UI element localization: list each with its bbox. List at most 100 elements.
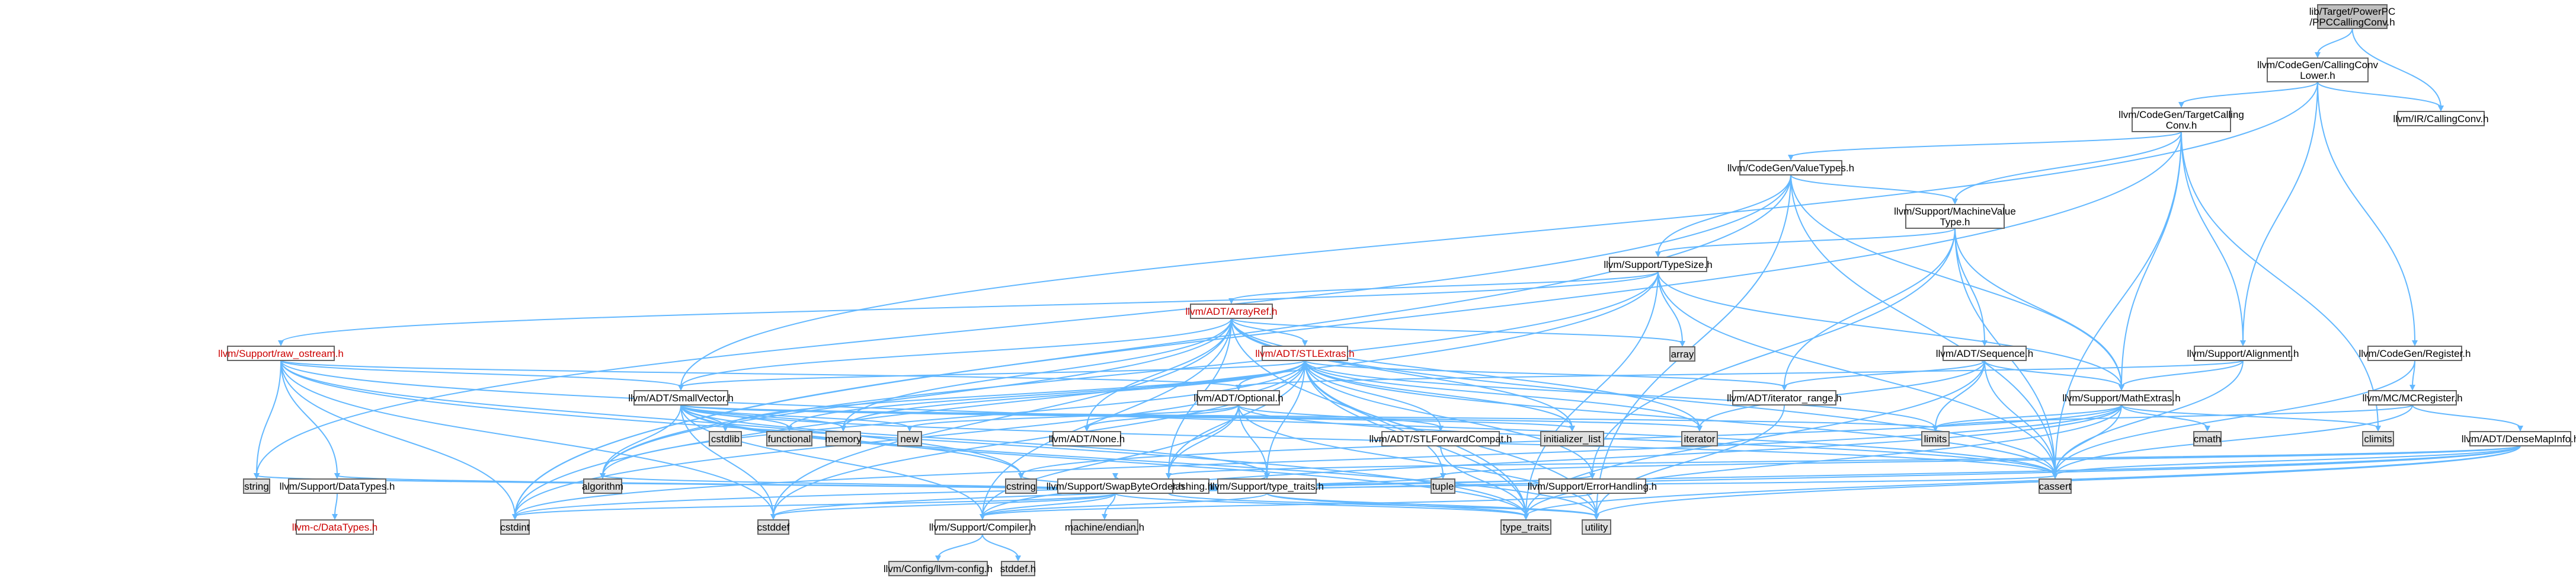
- edge-arrowhead-mcreg-to-densemapinfo: [2517, 426, 2523, 432]
- node-box-string: [243, 478, 270, 494]
- edge-arrowhead-tsize-to-raw: [278, 340, 284, 346]
- node-box-itrange: [1732, 390, 1836, 406]
- node-raw[interactable]: llvm/Support/raw_ostream.h: [218, 346, 344, 361]
- node-label-stlfc: llvm/ADT/STLForwardCompat.h: [1369, 433, 1512, 445]
- edge-arrowhead-hashing-to-cassert: [2052, 473, 2058, 479]
- node-label-tcc: Conv.h: [2166, 120, 2197, 131]
- node-none[interactable]: llvm/ADT/None.h: [1049, 431, 1125, 446]
- edge-arrowhead-smallvec-to-memory: [840, 426, 846, 432]
- edge-tcc-to-climits: [2181, 131, 2379, 429]
- edge-arrowhead-optional-to-stlfc: [1438, 426, 1444, 432]
- edge-arrayref-to-cstddef: [773, 318, 1232, 517]
- node-label-vt: llvm/CodeGen/ValueTypes.h: [1727, 162, 1854, 174]
- edge-mvt-to-errh: [1592, 228, 1956, 476]
- edge-seq-to-iterator: [1699, 360, 1985, 429]
- node-box-smallvec: [633, 390, 728, 406]
- node-box-iterator: [1681, 431, 1718, 446]
- edge-align-to-mathextras: [2121, 360, 2244, 388]
- node-root[interactable]: lib/Target/PowerPC/PPCCallingConv.h: [2309, 4, 2396, 29]
- node-label-sbo: llvm/Support/SwapByteOrder.h: [1047, 481, 1184, 492]
- edge-tcc-to-vt: [1790, 131, 2182, 158]
- node-align[interactable]: llvm/Support/Alignment.h: [2187, 346, 2299, 361]
- edge-raw-to-smallvec: [280, 360, 681, 388]
- edge-sbo-to-cstddef: [773, 493, 1116, 517]
- node-vt[interactable]: llvm/CodeGen/ValueTypes.h: [1727, 160, 1854, 175]
- node-label-compiler: llvm/Support/Compiler.h: [929, 522, 1036, 533]
- node-mathextras[interactable]: llvm/Support/MathExtras.h: [2062, 390, 2181, 406]
- node-datatypes[interactable]: llvm/Support/DataTypes.h: [280, 478, 395, 494]
- edge-arrowhead-compiler-to-stddef: [1015, 556, 1021, 561]
- edge-mathextras-to-limits: [1935, 404, 2122, 429]
- node-optional[interactable]: llvm/ADT/Optional.h: [1193, 390, 1284, 406]
- node-label-ircc: llvm/IR/CallingConv.h: [2393, 113, 2488, 124]
- edge-arrowhead-stlextras-to-smallvec: [678, 385, 684, 391]
- node-cdatatypes[interactable]: llvm-c/DataTypes.h: [292, 519, 378, 535]
- edge-typetraits-to-compiler: [982, 493, 1268, 517]
- node-box-cgreg: [2367, 346, 2462, 361]
- edge-arrowhead-densemapinfo-to-hashing: [1166, 473, 1172, 479]
- edge-optional-to-stlfc: [1238, 404, 1441, 429]
- node-box-cstddef: [757, 519, 789, 535]
- edge-cclower-to-align: [2242, 81, 2318, 343]
- edge-densemapinfo-to-tuple: [1442, 445, 2521, 476]
- edge-itrange-to-utility: [1596, 404, 1785, 517]
- edge-arrowhead-mathextras-to-climits: [2375, 426, 2381, 432]
- node-compiler[interactable]: llvm/Support/Compiler.h: [929, 519, 1036, 535]
- node-box-stddef: [1001, 561, 1035, 576]
- node-label-cstdlib: cstdlib: [711, 433, 740, 445]
- node-ircc[interactable]: llvm/IR/CallingConv.h: [2393, 111, 2489, 126]
- edge-arrowhead-optional-to-new: [907, 426, 913, 432]
- edge-tsize-to-std_type_traits: [1525, 271, 1659, 517]
- edge-datatypes-to-cdatatypes: [334, 493, 338, 517]
- node-cgreg[interactable]: llvm/CodeGen/Register.h: [2359, 346, 2471, 361]
- edge-stlextras-to-initlist: [1304, 360, 1573, 429]
- node-label-utility: utility: [1585, 522, 1608, 533]
- node-box-functional: [766, 431, 812, 446]
- node-errh[interactable]: llvm/Support/ErrorHandling.h: [1528, 478, 1657, 494]
- node-label-optional: llvm/ADT/Optional.h: [1193, 392, 1283, 404]
- edge-smallvec-to-typetraits: [680, 404, 1268, 476]
- node-label-tsize: llvm/Support/TypeSize.h: [1604, 259, 1712, 270]
- node-limits: limits: [1921, 431, 1950, 446]
- edge-smallvec-to-utility: [680, 404, 1597, 517]
- node-stlextras[interactable]: llvm/ADT/STLExtras.h: [1255, 346, 1355, 361]
- edge-stlextras-to-itrange: [1304, 360, 1785, 388]
- node-label-cgreg: llvm/CodeGen/Register.h: [2359, 348, 2471, 359]
- node-smallvec[interactable]: llvm/ADT/SmallVector.h: [628, 390, 734, 406]
- edge-raw-to-datatypes: [280, 360, 338, 476]
- node-box-none: [1052, 431, 1121, 446]
- node-box-array: [1669, 346, 1695, 362]
- node-stlfc[interactable]: llvm/ADT/STLForwardCompat.h: [1369, 431, 1512, 446]
- node-arrayref[interactable]: llvm/ADT/ArrayRef.h: [1186, 304, 1278, 319]
- node-mcreg[interactable]: llvm/MC/MCRegister.h: [2362, 390, 2463, 406]
- node-sbo[interactable]: llvm/Support/SwapByteOrder.h: [1047, 478, 1184, 494]
- node-box-cstdint: [500, 519, 530, 535]
- edge-stlfc-to-std_type_traits: [1440, 445, 1527, 517]
- node-stddef: stddef.h: [1000, 561, 1036, 576]
- node-itrange[interactable]: llvm/ADT/iterator_range.h: [1727, 390, 1842, 406]
- node-label-stddef: stddef.h: [1000, 563, 1036, 574]
- node-cassert: cassert: [2039, 478, 2072, 494]
- node-label-string: string: [244, 481, 269, 492]
- node-new: new: [897, 431, 922, 446]
- edge-seq-to-mathextras: [1984, 360, 2122, 388]
- edge-optional-to-typetraits: [1238, 404, 1268, 476]
- edge-root-to-ircc: [2351, 28, 2441, 108]
- edge-arrowhead-optional-to-none: [1084, 426, 1090, 432]
- edge-arrowhead-mcreg-to-limits: [1932, 426, 1938, 432]
- node-densemapinfo[interactable]: llvm/ADT/DenseMapInfo.h: [2462, 431, 2576, 446]
- node-box-root: [2317, 4, 2388, 29]
- edge-arrowhead-cclower-to-cgreg: [2412, 340, 2418, 346]
- node-seq[interactable]: llvm/ADT/Sequence.h: [1936, 346, 2033, 361]
- edge-arrayref-to-smallvec: [680, 318, 1232, 388]
- edge-arrowhead-tcc-to-vt: [1788, 155, 1794, 161]
- node-label-new: new: [900, 433, 919, 445]
- edge-optional-to-utility: [1238, 404, 1597, 517]
- node-box-typetraits: [1217, 478, 1317, 494]
- node-typetraits[interactable]: llvm/Support/type_traits.h: [1210, 478, 1324, 494]
- node-box-llvmconfig: [888, 561, 988, 576]
- node-tsize[interactable]: llvm/Support/TypeSize.h: [1604, 257, 1713, 272]
